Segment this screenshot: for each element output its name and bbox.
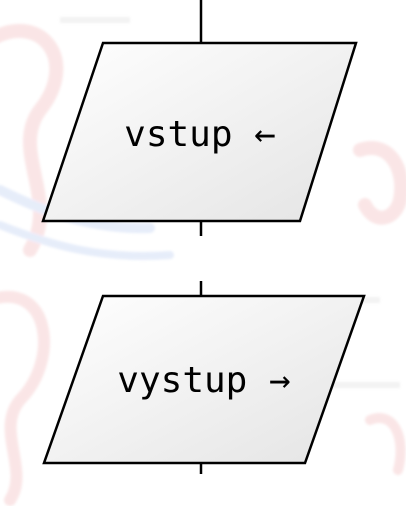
input-shape[interactable]: vstup ← (41, 41, 358, 223)
input-label: vstup ← (124, 114, 276, 155)
output-parallelogram (42, 294, 366, 465)
input-parallelogram (41, 41, 358, 223)
output-shape[interactable]: vystup → (42, 294, 366, 465)
output-label: vystup → (117, 360, 290, 401)
background-watermark (0, 17, 406, 506)
